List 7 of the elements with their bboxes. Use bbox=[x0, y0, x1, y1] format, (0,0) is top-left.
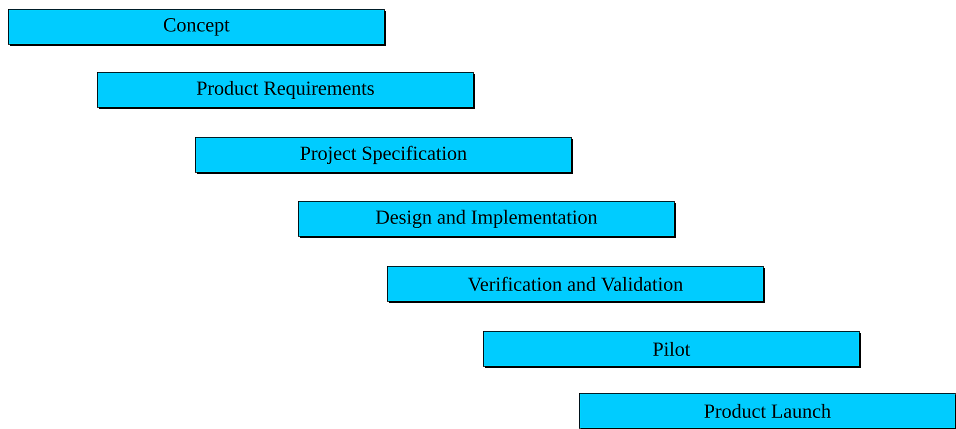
phase-box: Project Specification bbox=[195, 137, 573, 174]
phase-box: Product Requirements bbox=[97, 72, 475, 109]
phase-box: Pilot bbox=[483, 331, 861, 368]
phase-box: Verification and Validation bbox=[387, 266, 765, 303]
phase-box: Concept bbox=[8, 9, 386, 46]
phase-box: Product Launch bbox=[579, 393, 956, 429]
phase-box: Design and Implementation bbox=[298, 201, 676, 238]
